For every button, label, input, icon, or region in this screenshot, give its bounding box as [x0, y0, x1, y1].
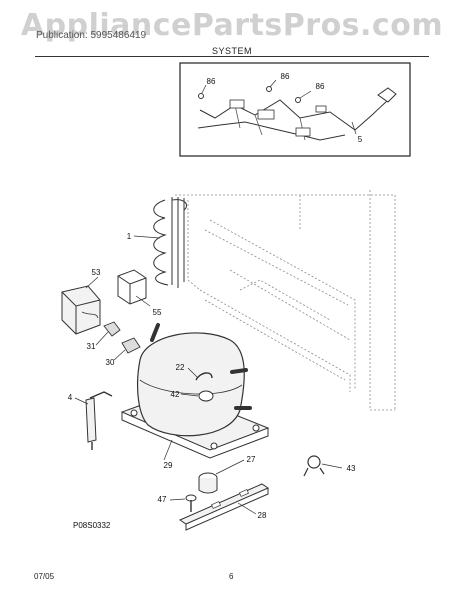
publication-number: Publication: 5995486419 [36, 30, 147, 41]
callout-31: 31 [87, 342, 96, 351]
cabinet-outline [175, 190, 396, 411]
footer-date: 07/05 [34, 572, 55, 581]
callout-47: 47 [158, 495, 167, 504]
callout-1: 1 [127, 232, 132, 241]
callout-55: 55 [153, 308, 162, 317]
callout-30: 30 [106, 358, 115, 367]
tube-clip [303, 455, 325, 477]
callout-28: 28 [258, 511, 267, 520]
condenser-coil [153, 197, 187, 288]
callout-4: 4 [68, 393, 73, 402]
figure-code: P08S0332 [73, 521, 111, 530]
callout-5: 5 [358, 135, 363, 144]
grommet [198, 472, 218, 494]
watermark: AppliancePartsPros.com [20, 8, 444, 43]
footer-page-number: 6 [229, 572, 234, 581]
callout-42: 42 [171, 390, 180, 399]
callout-27: 27 [247, 455, 256, 464]
callout-29: 29 [164, 461, 173, 470]
overload-protector [61, 285, 101, 335]
compressor [120, 323, 270, 459]
callout-22: 22 [176, 363, 185, 372]
start-relay [117, 269, 147, 305]
header-rule [35, 56, 429, 57]
filter-drier [85, 391, 113, 450]
mounting-bracket [178, 483, 270, 531]
terminal-clips [103, 321, 141, 354]
section-title: SYSTEM [211, 46, 252, 56]
callout-86-middle: 86 [281, 72, 290, 81]
callout-53: 53 [92, 268, 101, 277]
callout-43: 43 [347, 464, 356, 473]
wiring-harness-inset [179, 62, 411, 157]
callout-86-left: 86 [207, 77, 216, 86]
callout-86-right: 86 [316, 82, 325, 91]
mounting-screw [185, 494, 197, 512]
